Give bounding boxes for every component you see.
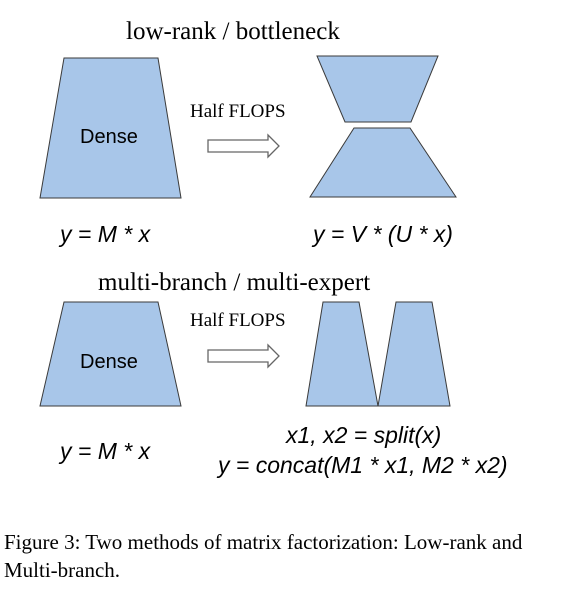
bottleneck-bottom-block — [309, 127, 457, 198]
branch-left-block — [305, 301, 379, 407]
top-arrow-label: Half FLOPS — [190, 101, 286, 122]
bottleneck-top-block — [316, 55, 439, 123]
bottom-right-formula-line1: x1, x2 = split(x) — [286, 422, 442, 448]
section-title-multi-branch: multi-branch / multi-expert — [98, 269, 371, 296]
section-title-low-rank: low-rank / bottleneck — [126, 18, 340, 45]
top-dense-label: Dense — [80, 126, 138, 148]
top-left-formula: y = M * x — [60, 221, 151, 247]
bottom-left-formula: y = M * x — [60, 438, 151, 464]
top-dense-block — [39, 57, 182, 199]
bottom-arrow-label: Half FLOPS — [190, 310, 286, 331]
branch-right-block — [377, 301, 451, 407]
bottom-right-formula-line2: y = concat(M1 * x1, M2 * x2) — [218, 452, 508, 478]
top-arrow-icon — [207, 133, 280, 159]
top-right-formula: y = V * (U * x) — [313, 221, 453, 247]
figure-caption: Figure 3: Two methods of matrix factoriz… — [4, 530, 523, 582]
bottom-dense-label: Dense — [80, 351, 138, 373]
bottom-arrow-icon — [207, 343, 280, 369]
bottom-dense-block — [39, 301, 182, 407]
